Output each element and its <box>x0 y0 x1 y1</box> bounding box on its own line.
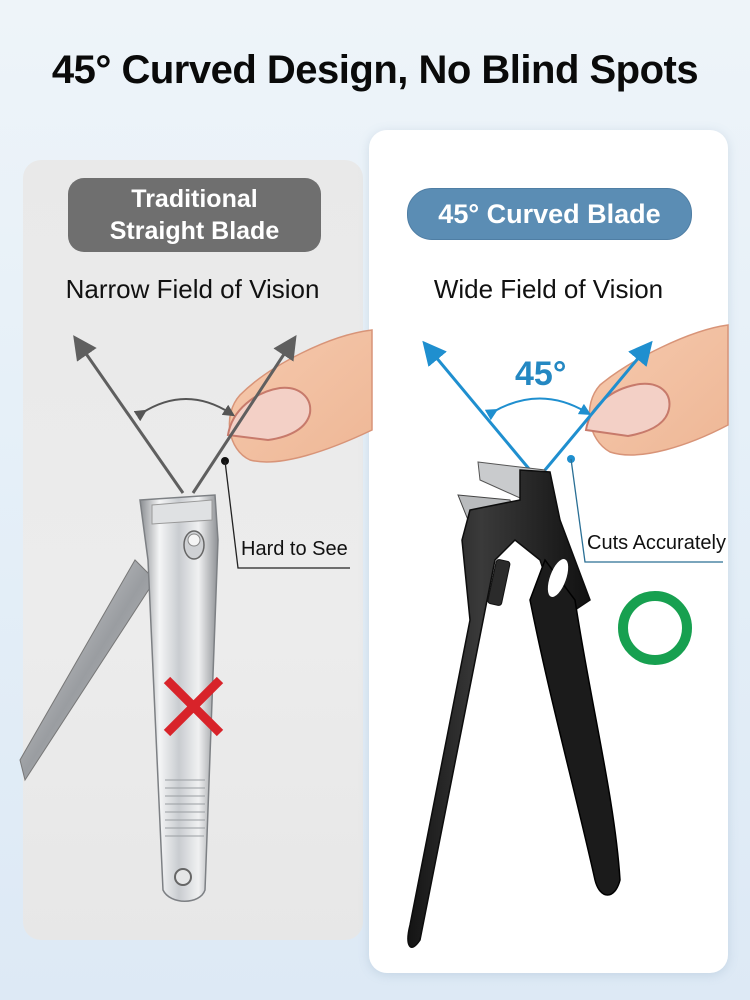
badge-line-1: Traditional <box>131 185 258 213</box>
green-circle-icon <box>618 591 692 665</box>
badge-line-2: Straight Blade <box>109 217 280 245</box>
angle-45-label: 45° <box>515 355 567 393</box>
narrow-vision-subtitle: Narrow Field of Vision <box>65 274 320 304</box>
traditional-blade-badge: Traditional Straight Blade <box>68 178 321 252</box>
wide-vision-subtitle: Wide Field of Vision <box>433 274 664 304</box>
narrow-vision-arrows <box>73 334 297 494</box>
cuts-accurately-callout-line <box>567 455 723 563</box>
hard-to-see-callout-line <box>221 457 350 569</box>
red-x-icon <box>163 676 224 737</box>
hard-to-see-label: Hard to See <box>241 538 348 560</box>
curved-clipper-illustration <box>407 461 621 948</box>
page-title: 45° Curved Design, No Blind Spots <box>51 48 699 92</box>
wide-vision-arrows <box>422 340 653 471</box>
finger-right-illustration <box>584 324 729 456</box>
cuts-accurately-label: Cuts Accurately <box>587 532 726 554</box>
curved-blade-badge: 45° Curved Blade <box>407 188 692 240</box>
finger-left-illustration <box>226 329 373 463</box>
